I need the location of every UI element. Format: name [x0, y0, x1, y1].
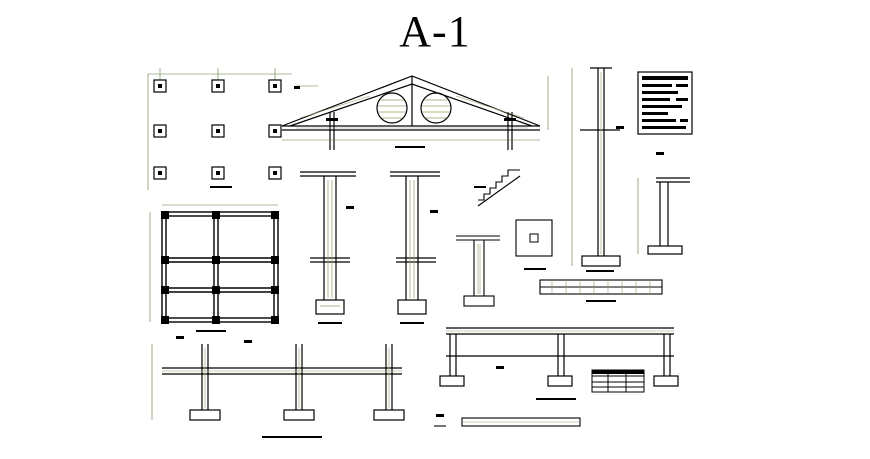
column-layout-plan — [147, 68, 292, 190]
wall-section-tall — [571, 67, 621, 272]
general-notes-block — [637, 71, 693, 135]
rebar-schedule-table — [591, 369, 645, 393]
footing-plan-detail — [515, 219, 553, 270]
lintel-beam-detail — [434, 417, 581, 427]
grade-beam-section — [539, 279, 663, 302]
column-section-2 — [390, 171, 440, 324]
stair-detail — [474, 169, 521, 207]
roof-truss-elevation — [281, 75, 549, 150]
frame-elevation-right — [439, 327, 679, 400]
frame-elevation-left — [151, 344, 405, 438]
wall-section-right — [637, 177, 690, 255]
column-section-1 — [300, 171, 356, 324]
foundation-grid-plan — [149, 204, 279, 332]
detail-callouts — [176, 86, 664, 417]
sheet-title: A-1 — [399, 7, 471, 56]
pedestal-detail — [456, 235, 500, 307]
